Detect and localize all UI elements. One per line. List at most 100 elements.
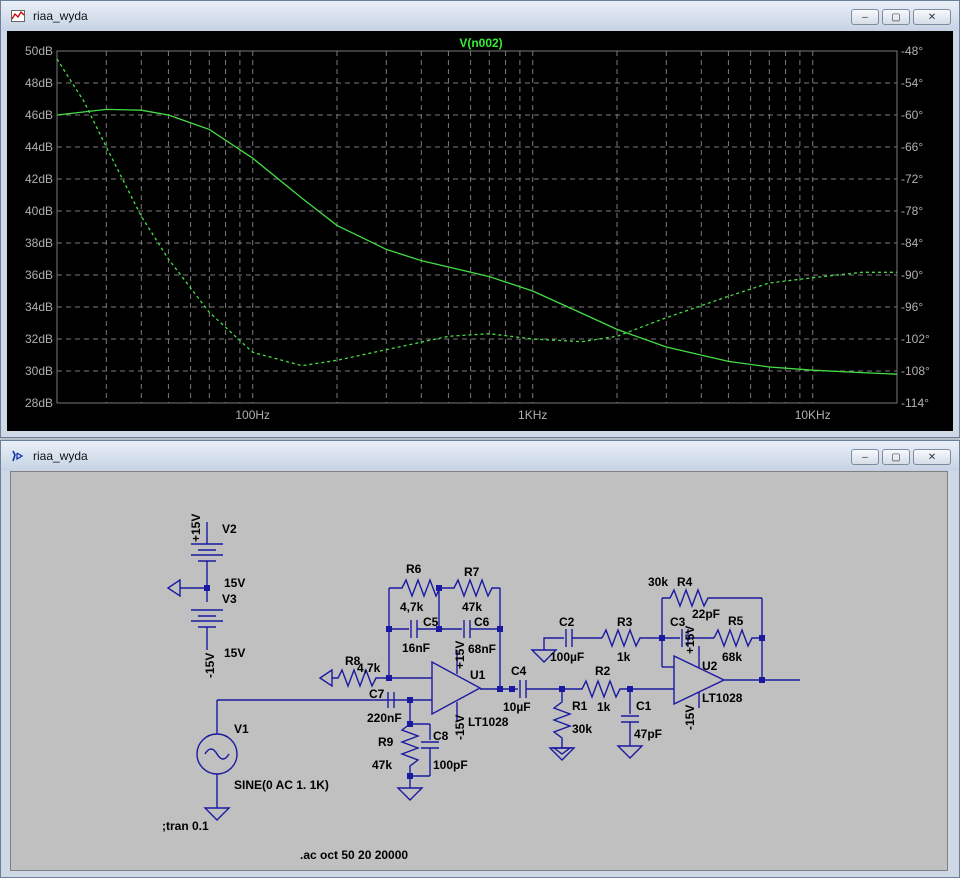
plot-window-titlebar[interactable]: riaa_wyda – ▢ ✕	[1, 1, 959, 31]
r1-resistor[interactable]	[548, 689, 576, 761]
r4-value-label[interactable]: 30k	[648, 575, 668, 589]
r2-ref-label[interactable]: R2	[595, 664, 611, 678]
u2-ref-label[interactable]: U2	[702, 659, 718, 673]
r3-value-label[interactable]: 1k	[617, 650, 631, 664]
u1-model-label[interactable]: LT1028	[468, 715, 509, 729]
schematic-window[interactable]: riaa_wyda – ▢ ✕	[0, 440, 960, 878]
u1-pos-supply-label[interactable]: +15V	[453, 641, 467, 669]
v2-net-label[interactable]: +15V	[189, 514, 203, 542]
r6-value-label[interactable]: 4,7k	[400, 600, 424, 614]
tran-directive[interactable]: ;tran 0.1	[162, 819, 209, 833]
y-right-tick-label: -60°	[901, 108, 923, 122]
plot-traces	[56, 58, 898, 375]
c6-ref-label[interactable]: C6	[474, 615, 490, 629]
v1-value-label[interactable]: SINE(0 AC 1. 1K)	[234, 778, 329, 792]
close-button[interactable]: ✕	[913, 449, 951, 465]
c6-capacitor[interactable]	[438, 588, 500, 638]
c3-capacitor[interactable]	[662, 629, 714, 647]
c7-value-label[interactable]: 220nF	[367, 711, 402, 725]
c1-capacitor[interactable]	[616, 689, 644, 759]
c1-ref-label[interactable]: C1	[636, 699, 652, 713]
c1-value-label[interactable]: 47pF	[634, 727, 662, 741]
y-left-tick-label: 46dB	[25, 108, 53, 122]
y-left-tick-label: 34dB	[25, 300, 53, 314]
v3-ref-label[interactable]: V3	[222, 592, 237, 606]
c3-ref-label[interactable]: C3	[670, 615, 686, 629]
y-left-tick-label: 50dB	[25, 44, 53, 58]
v3-net-label[interactable]: -15V	[203, 653, 217, 678]
y-right-tick-label: -66°	[901, 140, 923, 154]
c7-capacitor[interactable]	[387, 692, 395, 708]
c2-ref-label[interactable]: C2	[559, 615, 575, 629]
u1-ref-label[interactable]: U1	[470, 668, 486, 682]
c5-value-label[interactable]: 16nF	[402, 641, 430, 655]
c7-ref-label[interactable]: C7	[369, 687, 385, 701]
r8-ref-label[interactable]: R8	[345, 654, 361, 668]
c4-capacitor[interactable]	[512, 680, 562, 698]
r9-resistor[interactable]	[396, 700, 424, 801]
u2-model-label[interactable]: LT1028	[702, 691, 743, 705]
ground-symbol	[551, 747, 573, 755]
c4-value-label[interactable]: 10µF	[503, 700, 531, 714]
r6-resistor[interactable]	[388, 578, 442, 678]
r5-ref-label[interactable]: R5	[728, 614, 744, 628]
v1-source[interactable]	[196, 699, 410, 821]
phase-trace	[56, 58, 897, 367]
c4-ref-label[interactable]: C4	[511, 664, 527, 678]
c5-ref-label[interactable]: C5	[423, 615, 439, 629]
bode-plot[interactable]: 50dB-48°48dB-54°46dB-60°44dB-66°42dB-72°…	[7, 31, 953, 431]
r8-value-label[interactable]: 4,7k	[357, 661, 381, 675]
waveform-plot-pane[interactable]: 50dB-48°48dB-54°46dB-60°44dB-66°42dB-72°…	[7, 31, 953, 431]
x-tick-label: 1KHz	[518, 408, 547, 422]
r1-value-label[interactable]: 30k	[572, 722, 592, 736]
c8-value-label[interactable]: 100pF	[433, 758, 468, 772]
c2-value-label[interactable]: 100µF	[550, 650, 584, 664]
r3-resistor[interactable]	[601, 628, 662, 648]
maximize-button[interactable]: ▢	[882, 449, 910, 465]
u1-neg-supply-label[interactable]: -15V	[453, 715, 467, 740]
v2-ref-label[interactable]: V2	[222, 522, 237, 536]
r7-resistor[interactable]	[442, 578, 501, 689]
r9-ref-label[interactable]: R9	[378, 735, 394, 749]
r1-ref-label[interactable]: R1	[572, 699, 588, 713]
r2-resistor[interactable]	[562, 679, 642, 699]
r2-value-label[interactable]: 1k	[597, 700, 611, 714]
y-right-tick-label: -90°	[901, 268, 923, 282]
c2-capacitor[interactable]	[530, 629, 602, 663]
maximize-button[interactable]: ▢	[882, 9, 910, 25]
minimize-button[interactable]: –	[851, 9, 879, 25]
v3-value-label[interactable]: 15V	[224, 646, 245, 660]
c3-value-label[interactable]: 22pF	[692, 607, 720, 621]
y-right-tick-label: -72°	[901, 172, 923, 186]
u2-pos-supply-label[interactable]: +15V	[683, 626, 697, 654]
c6-value-label[interactable]: 68nF	[468, 642, 496, 656]
r7-value-label[interactable]: 47k	[462, 600, 482, 614]
circuit-schematic[interactable]: +15V V2 15V V3 15V -15V V1 SINE(0 AC 1. …	[11, 472, 947, 870]
ac-directive[interactable]: .ac oct 50 20 20000	[300, 848, 408, 862]
c8-capacitor[interactable]	[410, 723, 439, 777]
minimize-button[interactable]: –	[851, 449, 879, 465]
v2-source[interactable]	[191, 522, 223, 602]
c5-capacitor[interactable]	[389, 620, 439, 638]
close-button[interactable]: ✕	[913, 9, 951, 25]
schematic-canvas[interactable]: +15V V2 15V V3 15V -15V V1 SINE(0 AC 1. …	[10, 471, 948, 871]
c8-ref-label[interactable]: C8	[433, 729, 449, 743]
u1-opamp[interactable]	[389, 650, 512, 722]
plot-tick-labels: 50dB-48°48dB-54°46dB-60°44dB-66°42dB-72°…	[25, 44, 930, 422]
schematic-window-titlebar[interactable]: riaa_wyda – ▢ ✕	[1, 441, 959, 471]
v2-value-label[interactable]: 15V	[224, 576, 245, 590]
r9-value-label[interactable]: 47k	[372, 758, 392, 772]
u2-neg-supply-label[interactable]: -15V	[683, 705, 697, 730]
r3-ref-label[interactable]: R3	[617, 615, 633, 629]
r5-value-label[interactable]: 68k	[722, 650, 742, 664]
r6-ref-label[interactable]: R6	[406, 562, 422, 576]
r7-ref-label[interactable]: R7	[464, 565, 480, 579]
v3-source[interactable]	[191, 609, 223, 650]
plot-window[interactable]: riaa_wyda – ▢ ✕ 50dB-48°48dB-54°46dB-60°…	[0, 0, 960, 438]
trace-label[interactable]: V(n002)	[459, 36, 502, 50]
x-tick-label: 10KHz	[795, 408, 831, 422]
v1-ref-label[interactable]: V1	[234, 722, 249, 736]
r5-resistor[interactable]	[713, 628, 762, 648]
r4-ref-label[interactable]: R4	[677, 575, 693, 589]
r8-resistor[interactable]	[318, 668, 389, 688]
